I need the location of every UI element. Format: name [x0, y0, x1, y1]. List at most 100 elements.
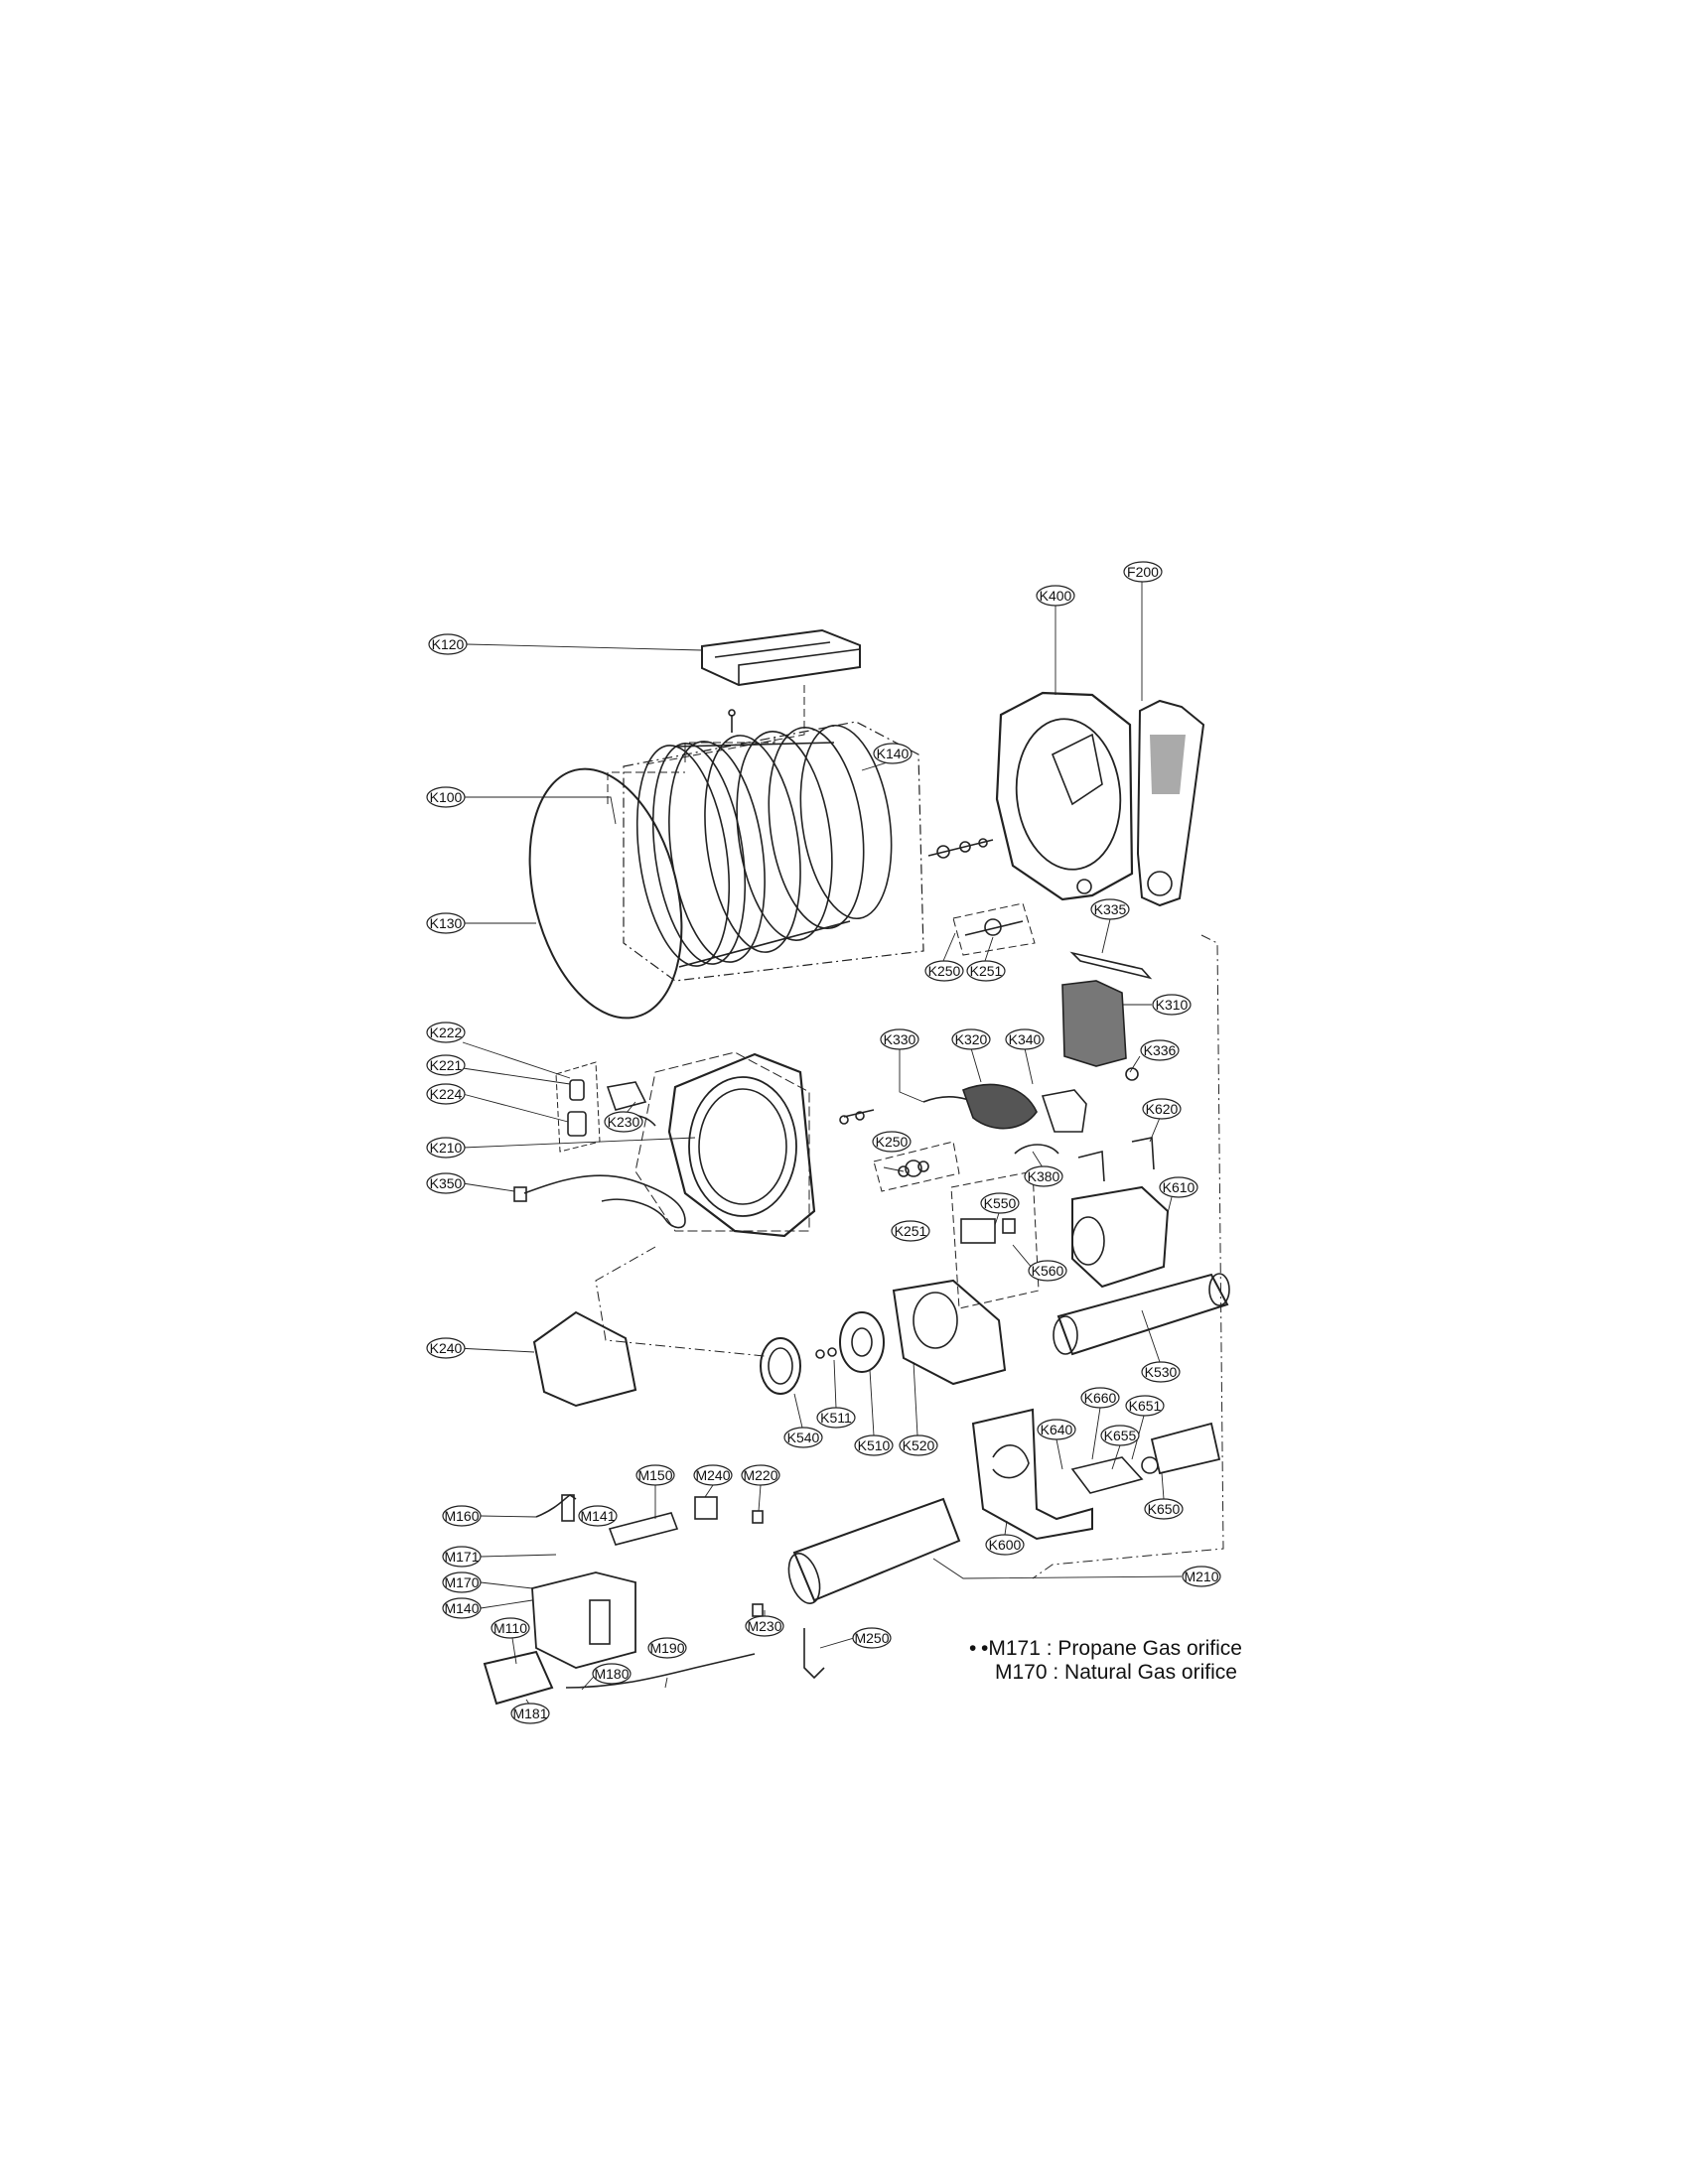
callout-k350: K350: [426, 1172, 466, 1194]
svg-text:M150: M150: [637, 1467, 672, 1483]
callout-m181: M181: [510, 1703, 550, 1724]
svg-text:K400: K400: [1040, 588, 1072, 604]
svg-text:K224: K224: [430, 1086, 463, 1102]
callout-m170: M170: [442, 1571, 482, 1593]
callout-k655: K655: [1100, 1425, 1140, 1446]
callout-m230: M230: [745, 1615, 784, 1637]
svg-text:K120: K120: [432, 636, 465, 652]
svg-text:K340: K340: [1009, 1031, 1042, 1047]
svg-text:K640: K640: [1041, 1422, 1073, 1437]
callout-k600: K600: [985, 1534, 1025, 1556]
callout-m160: M160: [442, 1505, 482, 1527]
note-line-natural: M170 : Natural Gas orifice: [995, 1661, 1237, 1684]
blower-assembly: [760, 1279, 1007, 1395]
svg-text:K610: K610: [1163, 1179, 1196, 1195]
drive-motor: [1071, 1137, 1170, 1289]
callout-m141: M141: [578, 1505, 618, 1527]
callout-k240: K240: [426, 1337, 466, 1359]
svg-text:M141: M141: [580, 1508, 615, 1524]
svg-text:K310: K310: [1156, 997, 1189, 1013]
note-line-propane: •M171 : Propane Gas orifice: [981, 1637, 1242, 1660]
svg-text:K221: K221: [430, 1057, 463, 1073]
callout-k130: K130: [426, 912, 466, 934]
callout-f200: F200: [1123, 561, 1163, 583]
callout-k560: K560: [1028, 1260, 1067, 1282]
callout-k224: K224: [426, 1083, 466, 1105]
svg-text:M250: M250: [854, 1630, 889, 1646]
svg-text:M240: M240: [695, 1467, 730, 1483]
burner-tube: [787, 1497, 961, 1680]
back-panel: [1136, 699, 1205, 907]
callout-m190: M190: [647, 1637, 687, 1659]
lifter-part: [644, 628, 861, 765]
svg-text:K560: K560: [1032, 1263, 1064, 1279]
callout-k400: K400: [1036, 585, 1075, 607]
callout-k640: K640: [1037, 1419, 1076, 1440]
callout-k222: K222: [426, 1022, 466, 1043]
callout-k320: K320: [951, 1028, 991, 1050]
callout-k330: K330: [880, 1028, 919, 1050]
callout-k230: K230: [604, 1111, 643, 1133]
callout-k140: K140: [873, 743, 913, 764]
callout-k251-mid: K251: [891, 1220, 930, 1242]
svg-text:M160: M160: [444, 1508, 479, 1524]
callout-k120: K120: [428, 633, 468, 655]
svg-text:M210: M210: [1184, 1569, 1218, 1584]
svg-text:K530: K530: [1145, 1364, 1178, 1380]
duct-path-outline: [595, 1246, 766, 1357]
svg-text:K350: K350: [430, 1175, 463, 1191]
callout-k221: K221: [426, 1054, 466, 1076]
callout-k251-top: K251: [966, 960, 1006, 982]
callout-k530: K530: [1141, 1361, 1181, 1383]
callout-m110: M110: [491, 1617, 530, 1639]
gas-valve-assembly: [483, 1494, 764, 1706]
callout-k620: K620: [1142, 1098, 1182, 1120]
callout-m240: M240: [693, 1464, 733, 1486]
svg-text:K520: K520: [903, 1437, 935, 1453]
svg-text:K251: K251: [895, 1223, 927, 1239]
svg-text:M220: M220: [743, 1467, 777, 1483]
svg-text:K660: K660: [1084, 1390, 1117, 1406]
frame-outline: [1032, 934, 1224, 1579]
switch-bracket: [950, 1170, 1040, 1309]
svg-text:M190: M190: [649, 1640, 684, 1656]
callout-m150: M150: [635, 1464, 675, 1486]
callout-k340: K340: [1005, 1028, 1045, 1050]
svg-text:K320: K320: [955, 1031, 988, 1047]
callout-k550: K550: [980, 1192, 1020, 1214]
callout-m180: M180: [592, 1663, 632, 1685]
roller-shaft-top: [927, 838, 1036, 956]
callout-k520: K520: [899, 1434, 938, 1456]
callout-k250-top: K250: [924, 960, 964, 982]
svg-text:M170: M170: [444, 1574, 479, 1590]
orifice-note: • •M171 : Propane Gas orifice M170 : Nat…: [969, 1637, 1242, 1685]
callout-k511: K511: [816, 1407, 856, 1429]
svg-text:K250: K250: [928, 963, 961, 979]
svg-text:K210: K210: [430, 1140, 463, 1156]
callout-k610: K610: [1159, 1176, 1198, 1198]
svg-text:M230: M230: [747, 1618, 781, 1634]
callout-k210: K210: [426, 1137, 466, 1159]
callout-k380: K380: [1024, 1165, 1063, 1187]
svg-text:F200: F200: [1127, 564, 1159, 580]
callout-k310: K310: [1152, 994, 1192, 1016]
svg-text:M180: M180: [594, 1666, 629, 1682]
callout-m171: M171: [442, 1546, 482, 1568]
svg-text:K250: K250: [876, 1134, 909, 1150]
svg-text:K650: K650: [1148, 1501, 1181, 1517]
svg-text:K330: K330: [884, 1031, 916, 1047]
svg-text:K335: K335: [1094, 901, 1127, 917]
svg-text:K600: K600: [989, 1537, 1022, 1553]
callout-k651: K651: [1125, 1395, 1165, 1417]
svg-text:K651: K651: [1129, 1398, 1162, 1414]
callout-k660: K660: [1080, 1387, 1120, 1409]
svg-text:M171: M171: [444, 1549, 479, 1565]
svg-text:M140: M140: [444, 1600, 479, 1616]
motor-mount-frame: [971, 1408, 1221, 1541]
svg-text:K240: K240: [430, 1340, 463, 1356]
svg-text:K140: K140: [877, 746, 910, 761]
callout-m210: M210: [1182, 1566, 1221, 1587]
svg-text:K550: K550: [984, 1195, 1017, 1211]
callout-m250: M250: [852, 1627, 892, 1649]
callout-k336: K336: [1140, 1039, 1180, 1061]
